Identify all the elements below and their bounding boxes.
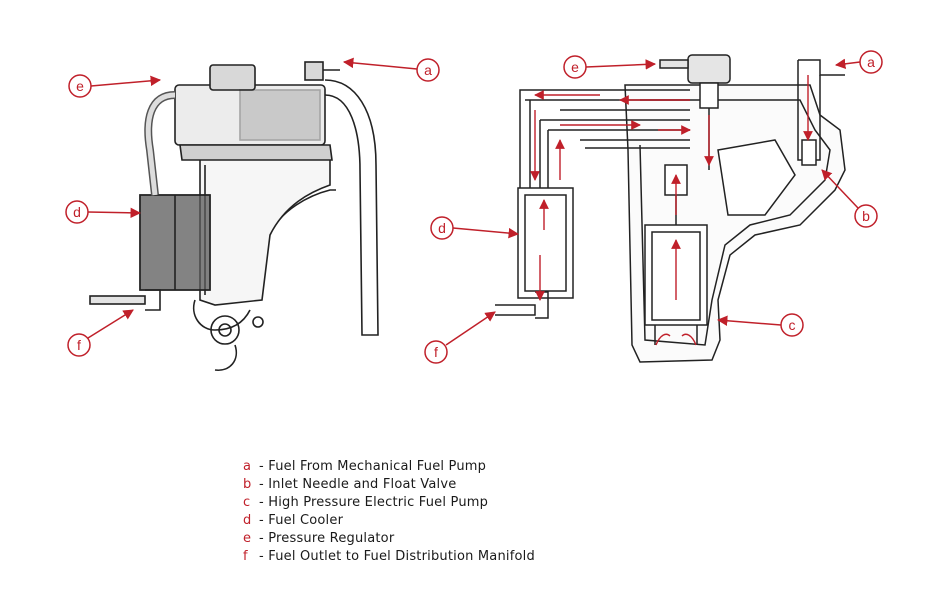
right-callout-b: b: [821, 169, 878, 228]
legend-item-e: e - Pressure Regulator: [243, 530, 535, 548]
legend-text: - Fuel From Mechanical Fuel Pump: [259, 459, 487, 474]
svg-text:b: b: [862, 208, 870, 224]
legend-key: d: [243, 513, 252, 528]
left-callout-f: f: [67, 309, 134, 357]
svg-text:f: f: [77, 337, 81, 353]
legend-text: - Inlet Needle and Float Valve: [259, 477, 457, 492]
right-callout-a: a: [834, 50, 883, 74]
left-assembly-illustration: [89, 61, 379, 371]
svg-text:d: d: [73, 204, 81, 220]
svg-text:e: e: [76, 78, 84, 94]
svg-text:d: d: [438, 220, 446, 236]
svg-text:a: a: [424, 62, 432, 78]
right-callout-e: e: [563, 55, 657, 79]
legend-text: - Fuel Outlet to Fuel Distribution Manif…: [259, 549, 535, 564]
legend-key: e: [243, 531, 252, 546]
left-callout-d: d: [65, 200, 142, 224]
legend-text: - Pressure Regulator: [259, 531, 395, 546]
svg-text:c: c: [789, 317, 796, 333]
left-callout-a: a: [342, 57, 440, 82]
svg-text:f: f: [434, 344, 438, 360]
legend-item-d: d - Fuel Cooler: [243, 512, 535, 530]
legend-key: c: [243, 495, 251, 510]
right-callout-f: f: [424, 311, 496, 364]
legend-text: - High Pressure Electric Fuel Pump: [259, 495, 489, 510]
svg-text:a: a: [867, 54, 875, 70]
legend-key: a: [243, 459, 252, 474]
legend-text: - Fuel Cooler: [259, 513, 344, 528]
legend-item-c: c - High Pressure Electric Fuel Pump: [243, 494, 535, 512]
legend-item-f: f - Fuel Outlet to Fuel Distribution Mani…: [243, 548, 535, 566]
left-callout-e: e: [68, 74, 162, 98]
legend-item-a: a - Fuel From Mechanical Fuel Pump: [243, 458, 535, 476]
right-callout-c: c: [716, 313, 804, 337]
legend-key: b: [243, 477, 252, 492]
right-callout-d: d: [430, 216, 520, 240]
svg-text:e: e: [571, 59, 579, 75]
legend-key: f: [243, 549, 248, 564]
legend: a - Fuel From Mechanical Fuel Pump b - Inl…: [243, 458, 535, 566]
legend-item-b: b - Inlet Needle and Float Valve: [243, 476, 535, 494]
flow-arrows: [530, 75, 813, 346]
